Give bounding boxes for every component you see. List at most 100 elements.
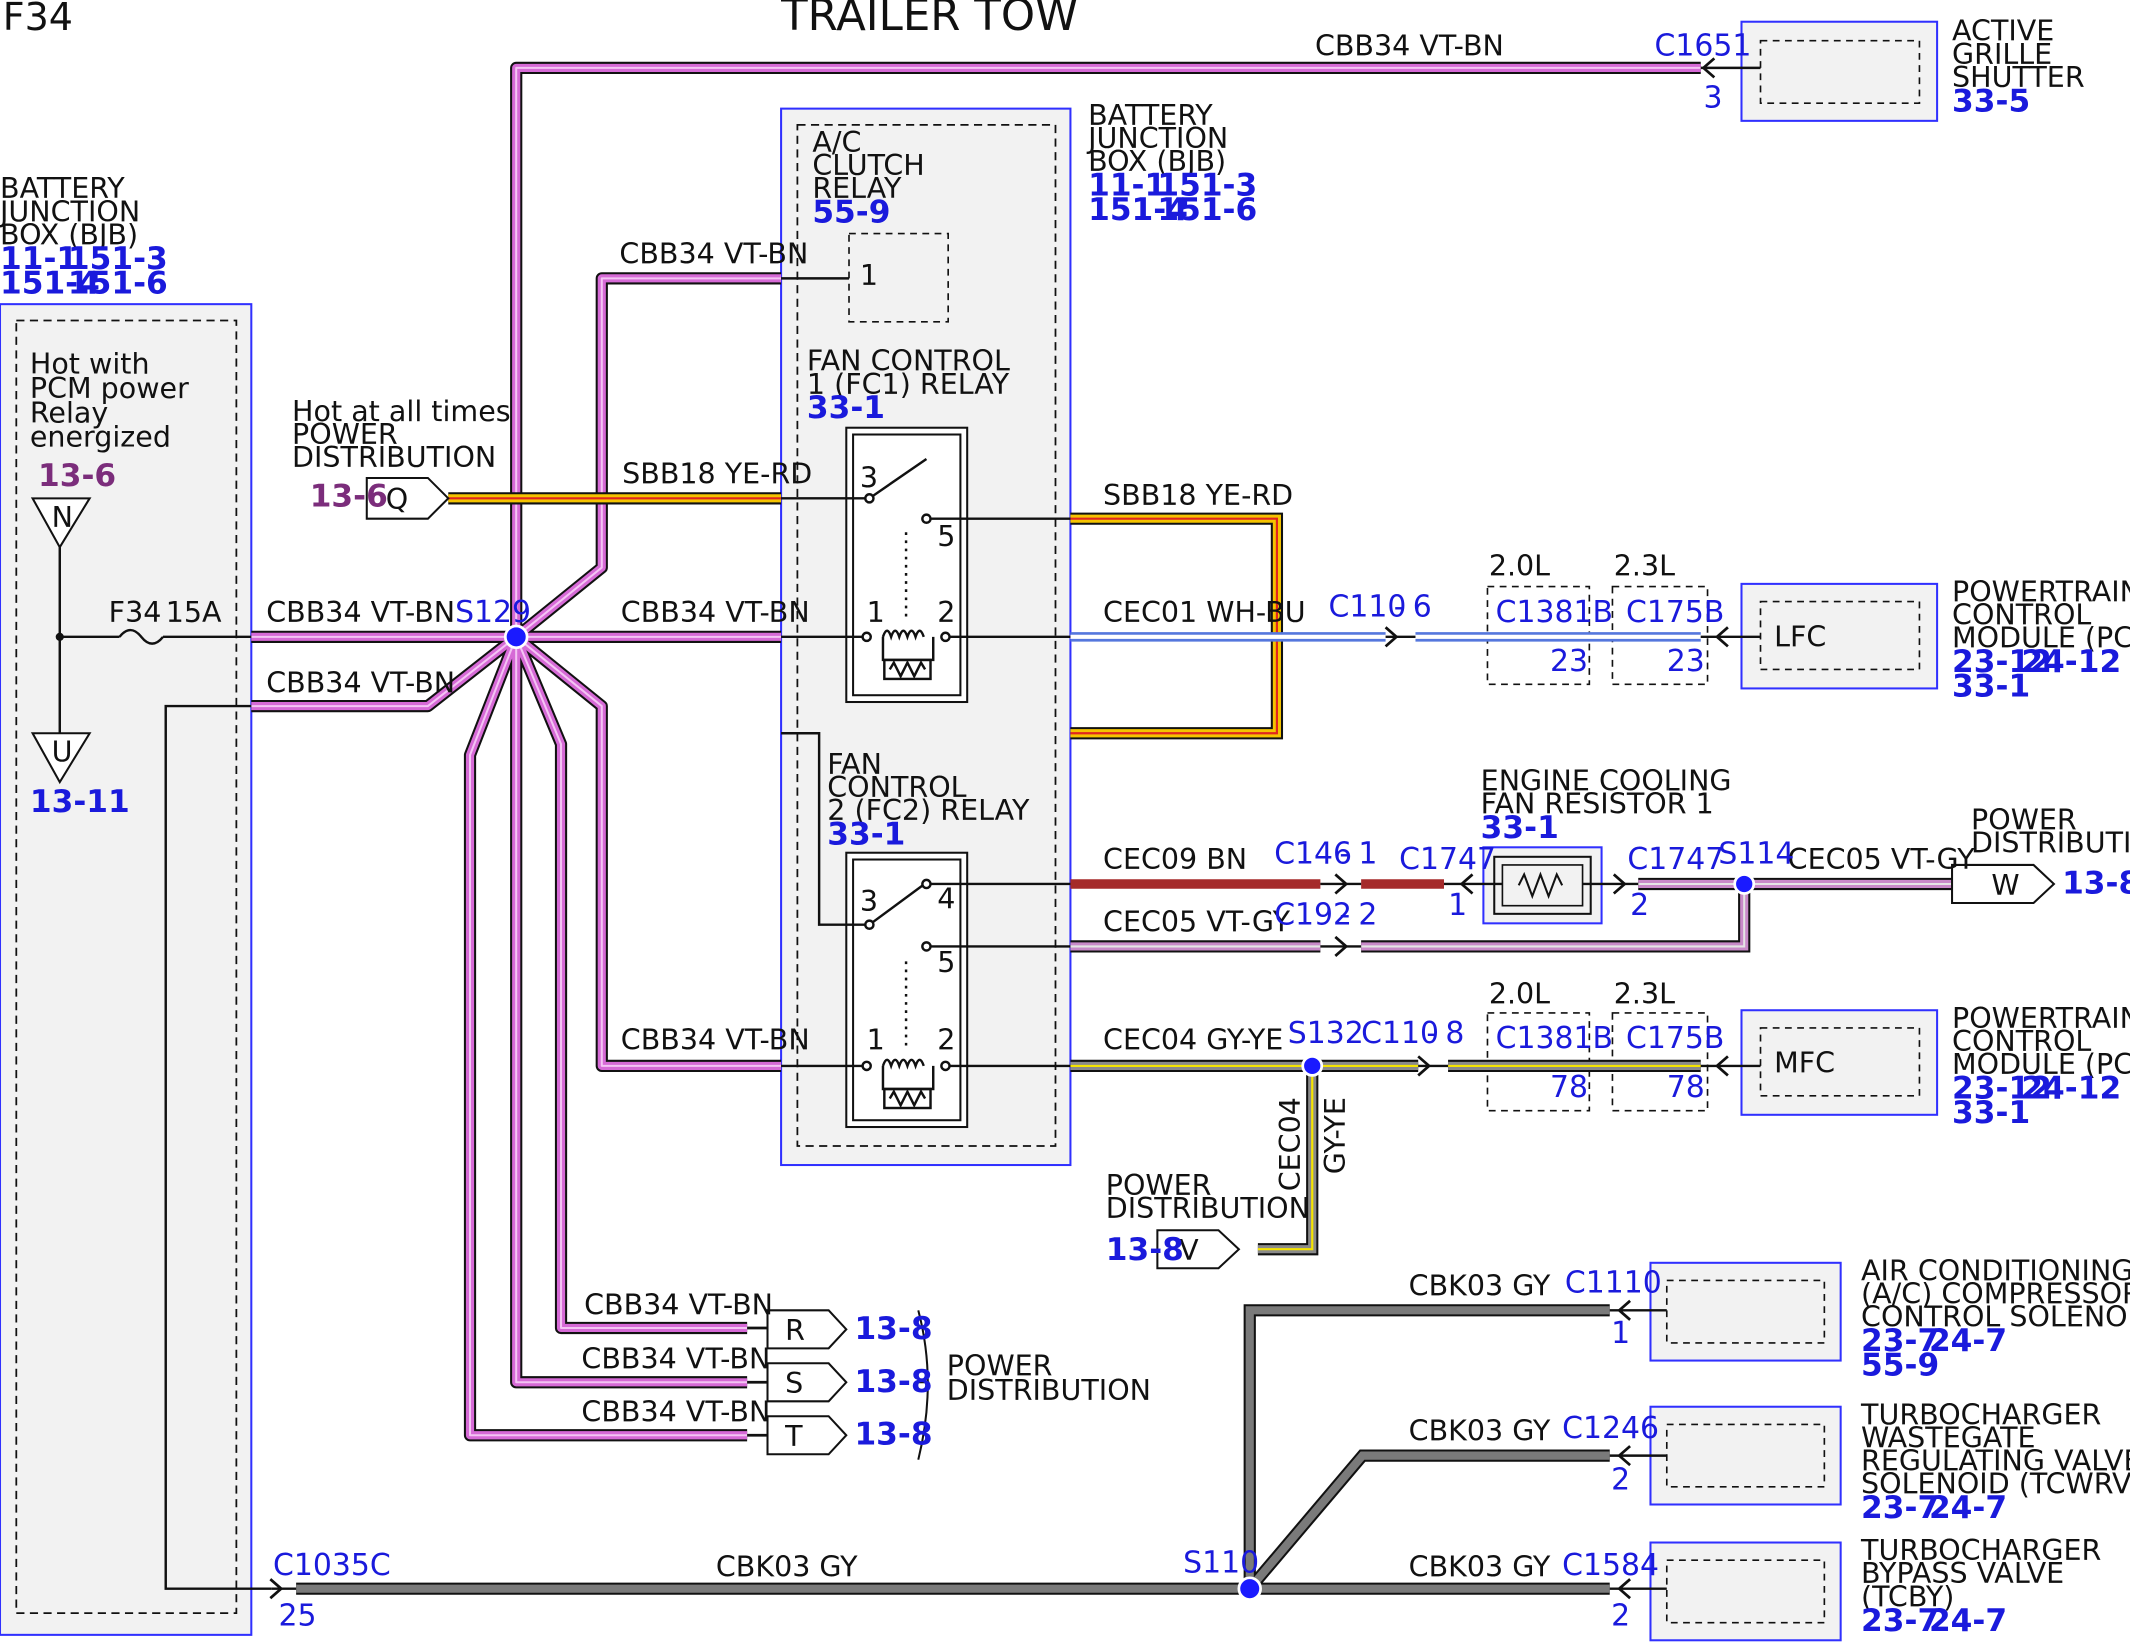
svg-text:2 (FC2) RELAY: 2 (FC2) RELAY	[827, 794, 1030, 827]
svg-text:S114: S114	[1718, 837, 1794, 872]
svg-text:C110: C110	[1361, 1016, 1439, 1051]
svg-text:RELAY: RELAY	[812, 172, 902, 205]
svg-text:1: 1	[1611, 1316, 1630, 1351]
svg-text:CBB34 VT-BN: CBB34 VT-BN	[581, 1396, 770, 1429]
svg-text:S132: S132	[1288, 1016, 1364, 1051]
svg-text:CEC05 VT-GY: CEC05 VT-GY	[1103, 905, 1291, 938]
svg-text:13-8: 13-8	[2062, 865, 2130, 901]
svg-text:Hot at all times: Hot at all times	[292, 395, 511, 428]
svg-text:CEC04 GY-YE: CEC04 GY-YE	[1103, 1024, 1283, 1057]
svg-text:S129: S129	[455, 595, 531, 630]
fan-resistor-box	[1482, 846, 1603, 925]
page-id: F34	[3, 0, 73, 39]
svg-text:LFC: LFC	[1774, 620, 1826, 653]
svg-text:24-12: 24-12	[2021, 644, 2121, 680]
power-r-flag: R	[766, 1309, 848, 1350]
svg-text:151-4: 151-4	[0, 265, 100, 301]
svg-text:ENGINE COOLING: ENGINE COOLING	[1481, 764, 1732, 797]
wire-sbb18	[448, 492, 1284, 740]
ac-comp-box	[1649, 1261, 1842, 1362]
svg-text:Hot with: Hot with	[30, 347, 150, 380]
svg-text:CBB34 VT-BN: CBB34 VT-BN	[1315, 30, 1504, 63]
svg-text:C192: C192	[1274, 898, 1352, 933]
svg-text:energized: energized	[30, 421, 171, 454]
svg-text:CBK03 GY: CBK03 GY	[1409, 1415, 1551, 1448]
grille-box	[1740, 20, 1939, 122]
svg-text:TURBOCHARGER: TURBOCHARGER	[1860, 1398, 2101, 1431]
svg-text:DISTRIBUTION: DISTRIBUTION	[1971, 827, 2130, 860]
svg-text:23-7: 23-7	[1861, 1603, 1939, 1639]
svg-text:5: 5	[937, 946, 955, 979]
wire-cec04	[1070, 1059, 1701, 1256]
svg-text:DISTRIBUTION: DISTRIBUTION	[1106, 1192, 1310, 1225]
svg-text:SOLENOID (TCWRVS): SOLENOID (TCWRVS)	[1861, 1468, 2130, 1501]
page-title: TRAILER TOW	[780, 0, 1078, 41]
bjb-center-labels: BATTERY JUNCTION BOX (BJB) 11-1 151-3 15…	[807, 99, 1257, 1057]
svg-text:55-9: 55-9	[812, 195, 890, 231]
tcby-box	[1649, 1541, 1842, 1642]
svg-text:CONTROL: CONTROL	[1952, 599, 2091, 632]
svg-text:CONTROL: CONTROL	[827, 771, 966, 804]
svg-text:ACTIVE: ACTIVE	[1952, 15, 2054, 48]
svg-text:3: 3	[860, 461, 878, 494]
svg-text:24-12: 24-12	[2021, 1071, 2121, 1107]
svg-text:MFC: MFC	[1774, 1047, 1835, 1080]
svg-text:33-1: 33-1	[1481, 810, 1559, 846]
svg-text:3: 3	[1703, 80, 1722, 115]
svg-text:CBB34 VT-BN: CBB34 VT-BN	[621, 1024, 810, 1057]
power-w-flag: W	[1951, 863, 2056, 904]
splice-labels: S129 S114 S132 S110	[455, 595, 1794, 1580]
svg-text:-: -	[1339, 898, 1350, 933]
svg-text:2: 2	[937, 1024, 955, 1057]
svg-text:2: 2	[1611, 1598, 1630, 1633]
svg-text:2: 2	[1630, 888, 1649, 923]
svg-text:C1651: C1651	[1655, 29, 1752, 64]
svg-text:24-7: 24-7	[1929, 1603, 2007, 1639]
power-q-labels: Hot at all times POWER DISTRIBUTION 13-6	[292, 395, 511, 515]
svg-text:F34: F34	[109, 596, 162, 629]
tcwrvs-labels: C1246 2 TURBOCHARGER WASTEGATE REGULATIN…	[1562, 1398, 2130, 1526]
svg-text:BATTERY: BATTERY	[1088, 99, 1213, 132]
svg-text:8: 8	[1445, 1016, 1464, 1051]
ac-comp-labels: C1110 1 AIR CONDITIONING (A/C) COMPRESSO…	[1565, 1254, 2130, 1383]
svg-text:1: 1	[867, 596, 885, 629]
svg-text:23-7: 23-7	[1861, 1323, 1939, 1359]
pcm-mfc-box	[1486, 1009, 1939, 1116]
svg-text:REGULATING VALVE: REGULATING VALVE	[1861, 1445, 2130, 1478]
svg-text:2: 2	[937, 596, 955, 629]
svg-text:23-12: 23-12	[1952, 1071, 2052, 1107]
svg-text:2: 2	[1358, 898, 1377, 933]
svg-text:W: W	[1991, 869, 2019, 902]
svg-text:CEC09 BN: CEC09 BN	[1103, 843, 1247, 876]
svg-text:CBB34 VT-BN: CBB34 VT-BN	[584, 1288, 773, 1321]
svg-text:DISTRIBUTION: DISTRIBUTION	[947, 1374, 1151, 1407]
svg-text:S: S	[785, 1367, 803, 1400]
svg-text:4: 4	[937, 882, 955, 915]
svg-text:V: V	[1179, 1234, 1199, 1267]
svg-text:13-8: 13-8	[854, 1417, 932, 1453]
svg-text:13-8: 13-8	[1106, 1232, 1184, 1268]
svg-text:CONTROL: CONTROL	[1952, 1025, 2091, 1058]
svg-text:33-1: 33-1	[807, 390, 885, 426]
svg-text:CBB34 VT-BN: CBB34 VT-BN	[581, 1343, 770, 1376]
svg-text:1: 1	[860, 259, 878, 292]
svg-text:POWER: POWER	[947, 1350, 1053, 1383]
svg-text:(TCBY): (TCBY)	[1861, 1580, 1954, 1613]
svg-text:SHUTTER: SHUTTER	[1952, 61, 2085, 94]
svg-text:A/C: A/C	[812, 126, 861, 159]
svg-text:CEC05 VT-GY: CEC05 VT-GY	[1788, 843, 1976, 876]
svg-text:C175B: C175B	[1626, 1021, 1724, 1056]
svg-text:BOX (BJB): BOX (BJB)	[1088, 145, 1226, 178]
svg-text:33-1: 33-1	[827, 817, 905, 853]
svg-text:151-3: 151-3	[68, 241, 168, 277]
svg-text:C1381B: C1381B	[1496, 595, 1613, 630]
svg-text:11-1: 11-1	[1088, 168, 1166, 204]
svg-text:POWER: POWER	[1971, 804, 2077, 837]
power-q-flag: Q	[365, 476, 450, 520]
power-w-labels: POWER DISTRIBUTION 13-8	[1971, 804, 2130, 902]
svg-text:CBB34 VT-BN: CBB34 VT-BN	[619, 237, 808, 270]
svg-text:33-1: 33-1	[1952, 669, 2030, 705]
wire-labels: CBB34 VT-BN CBB34 VT-BN CBB34 VT-BN CBB3…	[266, 30, 1975, 1584]
svg-text:Q: Q	[386, 483, 408, 516]
